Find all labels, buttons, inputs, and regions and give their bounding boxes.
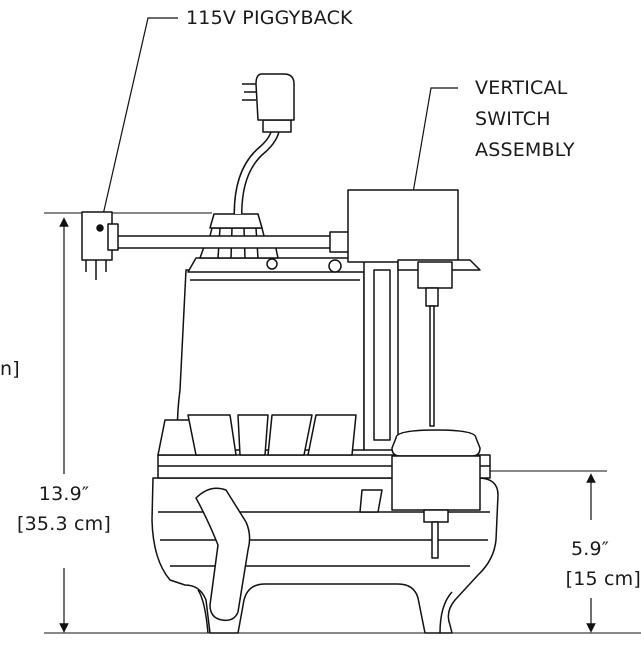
cropped-dimension-label: n] bbox=[0, 358, 20, 380]
pump-body bbox=[81, 73, 499, 634]
base-height-inches: 5.9″ bbox=[570, 538, 610, 560]
callout-switch-line2: SWITCH bbox=[475, 108, 551, 130]
callout-switch-line1: VERTICAL bbox=[475, 77, 568, 99]
overall-height-cm: [35.3 cm] bbox=[17, 513, 111, 535]
overall-height-inches: 13.9″ bbox=[38, 483, 90, 505]
callout-switch-line3: ASSEMBLY bbox=[475, 139, 575, 161]
callout-piggyback: 115V PIGGYBACK bbox=[186, 7, 353, 29]
extension-lines bbox=[44, 212, 641, 634]
base-height-cm: [15 cm] bbox=[565, 568, 641, 590]
